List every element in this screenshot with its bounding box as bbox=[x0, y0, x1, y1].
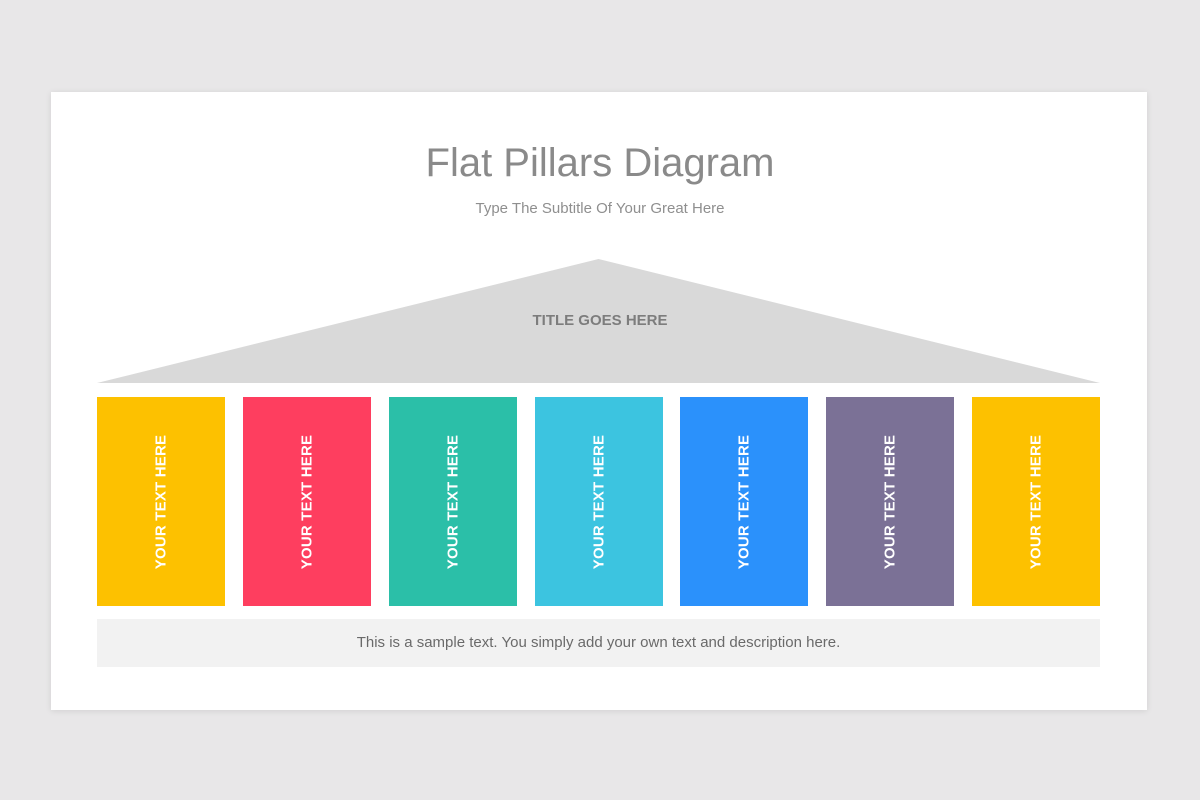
pillar-7: YOUR TEXT HERE bbox=[972, 397, 1100, 606]
pillars-row: YOUR TEXT HERE YOUR TEXT HERE YOUR TEXT … bbox=[97, 397, 1100, 606]
roof-triangle bbox=[97, 259, 1100, 383]
pillar-1: YOUR TEXT HERE bbox=[97, 397, 225, 606]
pillar-5: YOUR TEXT HERE bbox=[680, 397, 808, 606]
pillar-1-label: YOUR TEXT HERE bbox=[152, 434, 170, 569]
pillar-3-label: YOUR TEXT HERE bbox=[444, 434, 462, 569]
pillar-4-label: YOUR TEXT HERE bbox=[590, 434, 608, 569]
slide-subtitle: Type The Subtitle Of Your Great Here bbox=[475, 200, 725, 217]
pillar-2: YOUR TEXT HERE bbox=[243, 397, 371, 606]
pillar-5-label: YOUR TEXT HERE bbox=[735, 434, 753, 569]
pillar-6: YOUR TEXT HERE bbox=[826, 397, 954, 606]
slide-title: Flat Pillars Diagram bbox=[425, 141, 775, 185]
pillar-7-label: YOUR TEXT HERE bbox=[1027, 434, 1045, 569]
pillar-6-label: YOUR TEXT HERE bbox=[881, 434, 899, 569]
pillar-2-label: YOUR TEXT HERE bbox=[298, 434, 316, 569]
pillar-4: YOUR TEXT HERE bbox=[535, 397, 663, 606]
roof-title: TITLE GOES HERE bbox=[532, 312, 668, 329]
base-description: This is a sample text. You simply add yo… bbox=[97, 619, 1100, 667]
pillar-3: YOUR TEXT HERE bbox=[389, 397, 517, 606]
